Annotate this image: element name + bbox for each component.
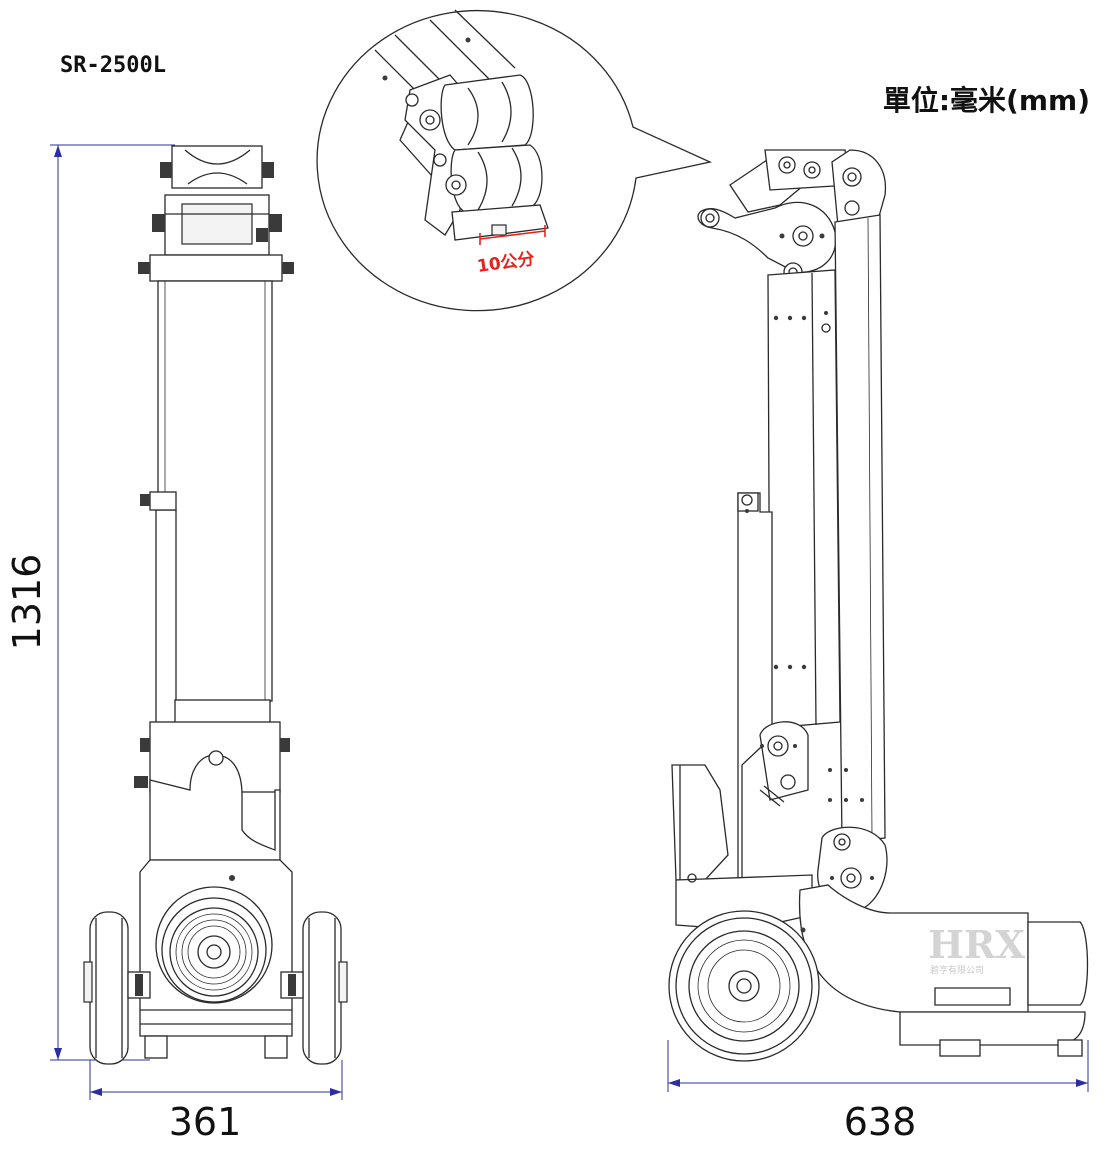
detail-callout: 10公分: [316, 9, 713, 312]
side-length-dimension: 638: [667, 1040, 1089, 1144]
side-mid-pivot: [759, 721, 809, 807]
side-lower-frame: HRX 碧亨有限公司: [671, 764, 1089, 1057]
side-rear-column: [737, 492, 773, 881]
watermark-mark: HRX: [928, 922, 1025, 967]
height-dimension: 1316: [5, 144, 175, 1061]
side-length-value: 638: [844, 1100, 917, 1144]
unit-label: 單位:毫米(mm): [883, 84, 1090, 117]
side-view: HRX 碧亨有限公司: [668, 149, 1089, 1062]
side-wheel: [668, 910, 820, 1062]
front-right-wheel: [280, 911, 348, 1065]
front-base: [139, 859, 293, 1059]
front-lower-body: [134, 699, 290, 861]
model-label: SR-2500L: [60, 53, 166, 78]
front-width-value: 361: [169, 1100, 242, 1144]
side-head: [697, 149, 887, 282]
front-roller-head: [138, 145, 294, 292]
front-width-dimension: 361: [89, 1060, 343, 1144]
front-mast: [140, 280, 273, 771]
height-value: 1316: [5, 554, 49, 651]
watermark-company: 碧亨有限公司: [930, 964, 984, 976]
front-left-wheel: [83, 911, 151, 1065]
side-mast: [767, 214, 886, 843]
front-view: [83, 145, 348, 1065]
